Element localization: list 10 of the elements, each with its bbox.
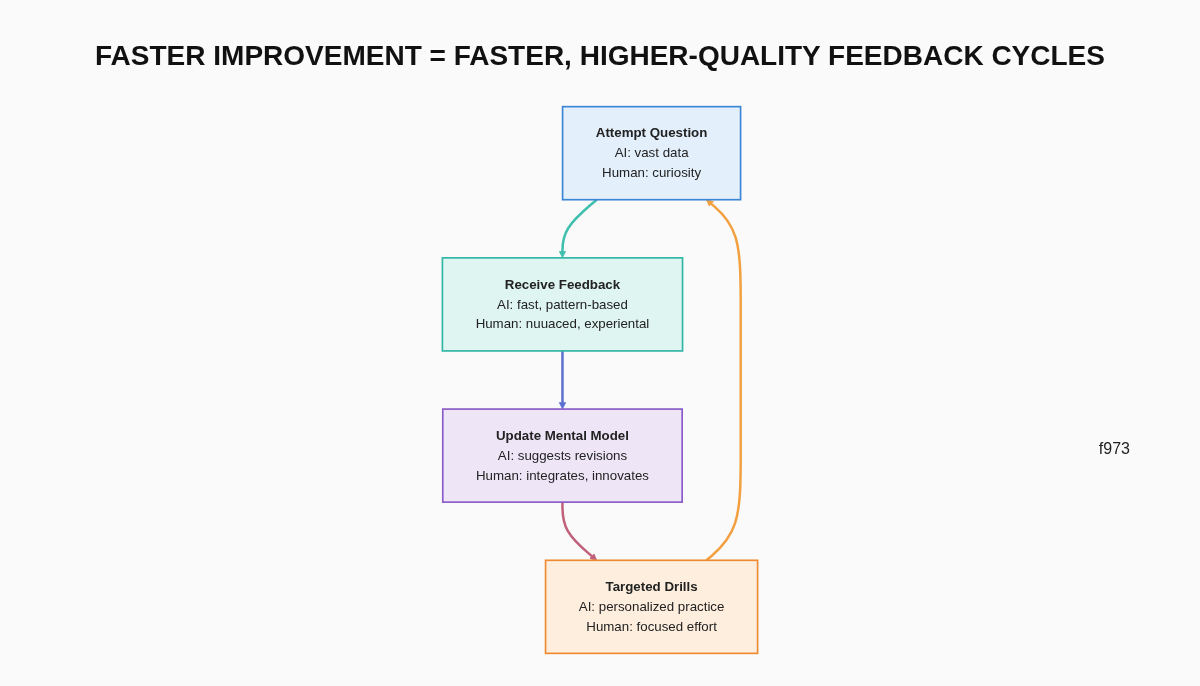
node-box: Targeted Drills AI: personalized practice Human: focused effort bbox=[544, 559, 759, 655]
arrow bbox=[558, 350, 567, 410]
arrow bbox=[558, 198, 598, 259]
node-box: Attempt Question AI: vast data Human: curiosity bbox=[561, 105, 742, 201]
node-box: Update Mental Model AI: suggests revisions Human: integrates, innovates bbox=[441, 408, 683, 503]
title: FASTER IMPROVEMENT = FASTER, HIGHER-QUALITY FEEDBACK CYCLES bbox=[94, 40, 1106, 72]
arrow bbox=[561, 502, 598, 561]
arrow bbox=[705, 199, 742, 562]
note-text: f973 bbox=[1098, 440, 1130, 458]
node-box: Receive Feedback AI: fast, pattern-based Human: nuuaced, experiental bbox=[441, 257, 684, 352]
